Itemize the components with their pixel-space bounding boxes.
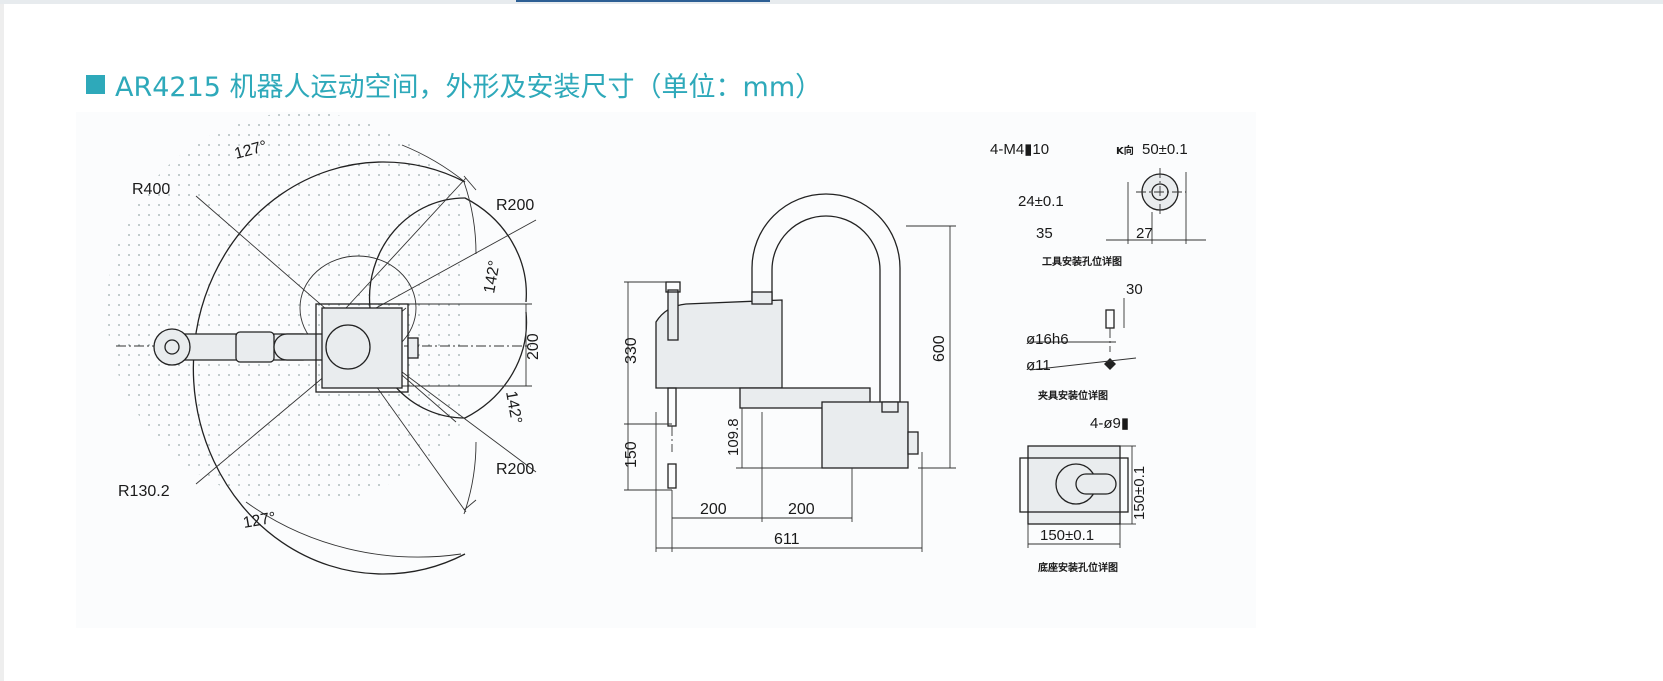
dim109-label: 109.8	[725, 418, 742, 456]
angle-right-top-label: 142°	[481, 259, 503, 295]
base-detail-flange	[1019, 457, 1129, 513]
r200-bottom-label: R200	[496, 461, 534, 478]
arm-elbow	[235, 331, 275, 363]
angle-tick-top	[463, 175, 477, 191]
arm-end-joint	[153, 328, 191, 366]
dim200-a-label: 200	[700, 501, 727, 518]
fixture-d11-label: ø11	[1026, 357, 1051, 374]
outer-boundary	[192, 161, 466, 575]
spindle-cap	[665, 281, 681, 293]
dim600-label: 600	[931, 335, 948, 362]
top-tab-bar	[0, 0, 1663, 4]
base-detail: 4-ø9▮ 150±0.1 150±0.1 底座安装孔位详图	[1019, 415, 1148, 574]
fixture-marker	[1104, 358, 1116, 370]
arc-arm-outer	[751, 193, 901, 410]
dim150-label: 150	[623, 441, 640, 468]
arm-cap	[751, 291, 773, 305]
angle-arc-bottom-outer	[245, 501, 462, 558]
tool-d24-label: 24±0.1	[1018, 193, 1064, 210]
fixture-d30-label: 30	[1126, 281, 1143, 298]
fixture-d11-leader	[1029, 357, 1137, 371]
base-joint	[325, 324, 371, 370]
tool-d50-label: 50±0.1	[1142, 141, 1188, 158]
dim200-b-label: 200	[788, 501, 815, 518]
fixture-shaft	[1105, 309, 1115, 329]
diag-bottom	[365, 371, 467, 513]
dim330-label: 330	[623, 337, 640, 364]
r200-top-leader	[375, 219, 537, 309]
heading-text: AR4215 机器人运动空间，外形及安装尺寸（单位：mm）	[115, 71, 823, 103]
base-detail-holes-label: 4-ø9▮	[1090, 415, 1129, 432]
drawing-svg: 127° 127° 142° 142° R400 R200 R200 R130.…	[106, 112, 1206, 575]
angle-bottom-label: 127°	[242, 509, 278, 531]
dim611-label: 611	[774, 531, 800, 548]
base-connector-side	[907, 431, 919, 455]
tool-m4-label: 4-M4▮10	[990, 141, 1049, 158]
base-detail-d150v-label: 150±0.1	[1131, 466, 1148, 520]
spindle-bottom	[667, 463, 677, 489]
arm-end-hole	[164, 339, 180, 355]
base-detail-arm	[1075, 473, 1117, 495]
r400-label: R400	[132, 181, 170, 198]
workspace-area	[106, 112, 465, 505]
base-housing	[321, 307, 403, 389]
heading-square-icon	[86, 74, 105, 94]
arc-arm-inner	[771, 215, 881, 410]
spindle-lower	[667, 387, 677, 427]
side-view: 330 150 109.8 600 200 200 611	[623, 193, 956, 552]
spindle-top	[667, 289, 679, 341]
r130-label: R130.2	[118, 483, 170, 500]
top-lobe	[368, 197, 527, 309]
base-cap	[881, 401, 899, 413]
section-heading: AR4215 机器人运动空间，外形及安装尺寸（单位：mm）	[86, 66, 823, 103]
tool-kdir-label: K向	[1116, 144, 1134, 157]
base-body	[821, 401, 909, 469]
r200-top-label: R200	[496, 197, 534, 214]
angle-arc-top	[463, 181, 477, 255]
fixture-detail: 30 ø16h6 ø11 夹具安装位详图	[1026, 281, 1143, 402]
angle-arc-bottom	[463, 441, 477, 515]
outer-arc-top	[401, 144, 466, 183]
tool-caption: 工具安装孔位详图	[1042, 255, 1122, 268]
technical-drawing: 127° 127° 142° 142° R400 R200 R200 R130.…	[76, 112, 1256, 628]
fixture-caption: 夹具安装位详图	[1038, 389, 1108, 402]
tool-d27-label: 27	[1136, 225, 1153, 242]
base-detail-d150h-label: 150±0.1	[1040, 527, 1094, 544]
tool-d35-label: 35	[1036, 225, 1053, 242]
top-view: 127° 127° 142° 142° R400 R200 R200 R130.…	[106, 112, 542, 575]
left-border	[0, 4, 4, 681]
r200-bottom-leader	[393, 365, 537, 473]
active-tab-indicator	[516, 0, 770, 2]
tool-detail: 4-M4▮10 K向 50±0.1 24±0.1 35 27 工具安装孔位详图	[990, 141, 1206, 268]
base-detail-caption: 底座安装孔位详图	[1038, 561, 1118, 574]
diag-top	[345, 177, 467, 309]
dim200-label: 200	[525, 333, 542, 360]
base-connector	[407, 337, 419, 359]
angle-right-bottom-label: 142°	[502, 390, 524, 426]
fixture-d16-label: ø16h6	[1026, 331, 1069, 348]
